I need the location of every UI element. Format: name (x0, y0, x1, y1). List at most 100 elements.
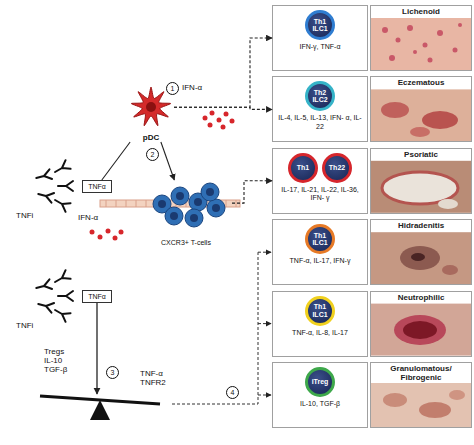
annotation-label: TNFi (16, 322, 42, 331)
lesion-patch (400, 246, 440, 270)
node-text: pDC (118, 133, 184, 142)
node-text: CXCR3+ T-cells (134, 239, 238, 246)
antibody-symbol (37, 189, 54, 203)
t-cell-body (165, 207, 183, 225)
ifn-dot (98, 235, 103, 240)
dendritic-cell: pDC (128, 86, 174, 142)
node-text: ILC2 (312, 96, 327, 103)
phenotype-image-box: Granulomatous/ Fibrogenic (370, 362, 472, 428)
dashed-arrow (258, 323, 271, 324)
t-cell-body (171, 187, 189, 205)
cell-nucleus (206, 188, 214, 196)
cell-nucleus (158, 200, 166, 208)
node-text: Psoriatic (372, 149, 470, 159)
antibody-symbol (53, 306, 71, 322)
ifn-dot (208, 123, 213, 128)
node-text: Hidradenitis (372, 220, 470, 230)
antibody-symbol (53, 270, 71, 286)
callout-number: 3 (106, 366, 119, 379)
ulcer-ring (394, 315, 446, 345)
lesion-spot (453, 48, 458, 53)
ifn-dot (230, 119, 235, 124)
t-cell-cluster: CXCR3+ T-cells (140, 180, 232, 246)
stimulus-box: TNFα (82, 180, 112, 193)
ifn-dot (210, 111, 215, 116)
cytokine-box: IL-17, IL-21, IL-22, IL-36, IFN- γTh1Th2… (272, 148, 368, 214)
dashed-connector (172, 252, 258, 404)
callout-number: 4 (226, 386, 239, 399)
connector-arrow (174, 107, 272, 109)
cytokine-box: TNF-α, IL-8, IL-17 Th1ILC1 (272, 291, 368, 357)
cell-nucleus (190, 214, 198, 222)
t-cell-body (185, 209, 203, 227)
antibody-symbol (53, 160, 71, 176)
ifn-dot (221, 125, 226, 130)
cell-type-circle: Th1 (288, 153, 318, 183)
dashed-arrow (258, 395, 271, 396)
phenotype-image-box: Hidradenitis (370, 219, 472, 285)
annotation-label: TNF-α TNFR2 (140, 370, 170, 388)
lesion-patch (419, 402, 451, 418)
connector-arrow (232, 181, 272, 203)
dendritic-cell-body (131, 87, 170, 126)
annotation-label: IFN-α (182, 84, 212, 93)
ifn-dot (119, 230, 124, 235)
lesion-core (411, 253, 425, 261)
cell-type-circle: Th1ILC1 (305, 296, 335, 326)
antibody-symbol (53, 196, 71, 212)
node-text: Eczematous (372, 77, 470, 87)
callout-number: 1 (166, 82, 179, 95)
t-cell (207, 199, 225, 217)
t-cell (165, 207, 183, 225)
cell-nucleus (170, 212, 178, 220)
cytokine-box: IL-4, IL-5, IL-13, IFN- α, IL-22 Th2ILC2 (272, 76, 368, 142)
antibody-symbol (37, 299, 54, 313)
node-text: ILC1 (312, 25, 327, 32)
node-text: ILC1 (312, 239, 327, 246)
node-text: Th1 (314, 303, 326, 310)
ifn-dot (106, 229, 111, 234)
t-cell-body (201, 183, 219, 201)
antibody-symbol (35, 279, 52, 293)
node-text: Neutrophilic (372, 292, 470, 302)
skin-photo (371, 161, 471, 213)
ifn-dot (224, 112, 229, 117)
psoriatic-plaque (438, 199, 458, 209)
dashed-arrow (258, 252, 271, 253)
lesion-spot (437, 30, 443, 36)
connector-arrow (174, 38, 272, 107)
lesion-spot (389, 55, 395, 61)
node-text: IL-4, IL-5, IL-13, IFN- α, IL-22 (275, 114, 365, 131)
callout-number: 2 (146, 148, 159, 161)
cell-type-circle: Th2ILC2 (305, 81, 335, 111)
node-text: IFN-γ, TNF-α (275, 43, 365, 51)
node-text: Th1 (314, 232, 326, 239)
ulcer-core (403, 321, 437, 339)
cytokine-box: IFN-γ, TNF-α Th1ILC1 (272, 5, 368, 71)
t-cell-group (140, 180, 232, 230)
lesion-patch (410, 127, 430, 137)
connector-arrow (161, 142, 174, 180)
cell-type-circle: iTreg (305, 367, 335, 397)
node-text: TNFα (88, 183, 106, 190)
cell-type-circle: Th1ILC1 (305, 10, 335, 40)
pathway-arrow (96, 303, 97, 394)
phenotype-image-box: Psoriatic (370, 148, 472, 214)
cytokine-box: TNF-α, IL-17, IFN-γTh1ILC1 (272, 219, 368, 285)
cell-type-circle: Th1ILC1 (305, 224, 335, 254)
node-text: TNF-α, IL-8, IL-17 (275, 329, 365, 337)
node-text: iTreg (312, 378, 329, 385)
lesion-spot (382, 27, 388, 33)
ifn-dot (113, 236, 118, 241)
node-text: Granulomatous/ Fibrogenic (372, 363, 470, 382)
t-cell (201, 183, 219, 201)
lesion-patch (422, 111, 458, 129)
phenotype-image-box: Eczematous (370, 76, 472, 142)
lesion-spot (396, 38, 401, 43)
node-text: Th1 (314, 18, 326, 25)
lesion-spot (423, 43, 428, 48)
node-text: Th22 (329, 164, 345, 171)
t-cell (171, 187, 189, 205)
lesion-spot (407, 25, 413, 31)
node-text: Lichenoid (372, 6, 470, 16)
